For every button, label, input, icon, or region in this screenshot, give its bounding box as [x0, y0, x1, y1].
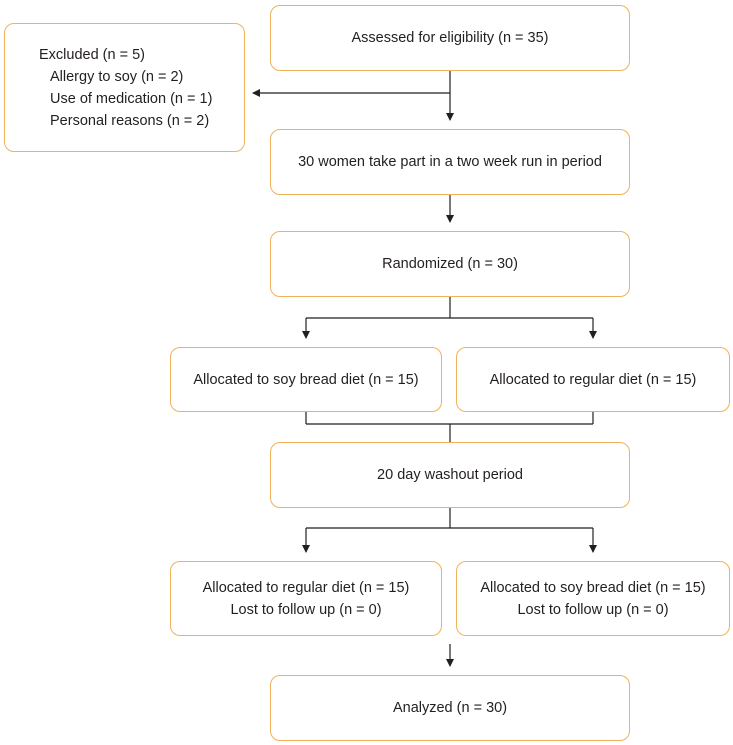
run-in-box: 30 women take part in a two week run in …: [270, 129, 630, 195]
run-in-text: 30 women take part in a two week run in …: [298, 154, 602, 170]
alloc-soy-2-line2: Lost to follow up (n = 0): [517, 601, 669, 618]
analyzed-text: Analyzed (n = 30): [392, 700, 508, 716]
excluded-reason-medication: Use of medication (n = 1): [50, 90, 213, 107]
alloc-regular-1-box: Allocated to regular diet (n = 15): [456, 347, 730, 412]
excluded-box: Excluded (n = 5) Allergy to soy (n = 2) …: [4, 23, 245, 152]
excluded-title: Excluded (n = 5): [39, 46, 145, 63]
alloc-regular-2-box: Allocated to regular diet (n = 15) Lost …: [170, 561, 442, 636]
randomized-text: Randomized (n = 30): [382, 256, 518, 272]
alloc-soy-2-box: Allocated to soy bread diet (n = 15) Los…: [456, 561, 730, 636]
washout-box: 20 day washout period: [270, 442, 630, 508]
alloc-regular-2-line2: Lost to follow up (n = 0): [230, 601, 382, 618]
excluded-reason-allergy: Allergy to soy (n = 2): [50, 68, 184, 85]
alloc-regular-2-line1: Allocated to regular diet (n = 15): [202, 579, 410, 596]
alloc-soy-1-text: Allocated to soy bread diet (n = 15): [193, 371, 419, 388]
analyzed-box: Analyzed (n = 30): [270, 675, 630, 741]
randomized-box: Randomized (n = 30): [270, 231, 630, 297]
washout-text: 20 day washout period: [377, 467, 523, 483]
alloc-regular-1-text: Allocated to regular diet (n = 15): [489, 371, 697, 388]
assessed-box: Assessed for eligibility (n = 35): [270, 5, 630, 71]
alloc-soy-2-line1: Allocated to soy bread diet (n = 15): [480, 579, 706, 596]
excluded-reason-personal: Personal reasons (n = 2): [50, 112, 210, 129]
alloc-soy-1-box: Allocated to soy bread diet (n = 15): [170, 347, 442, 412]
assessed-text: Assessed for eligibility (n = 35): [351, 30, 549, 46]
